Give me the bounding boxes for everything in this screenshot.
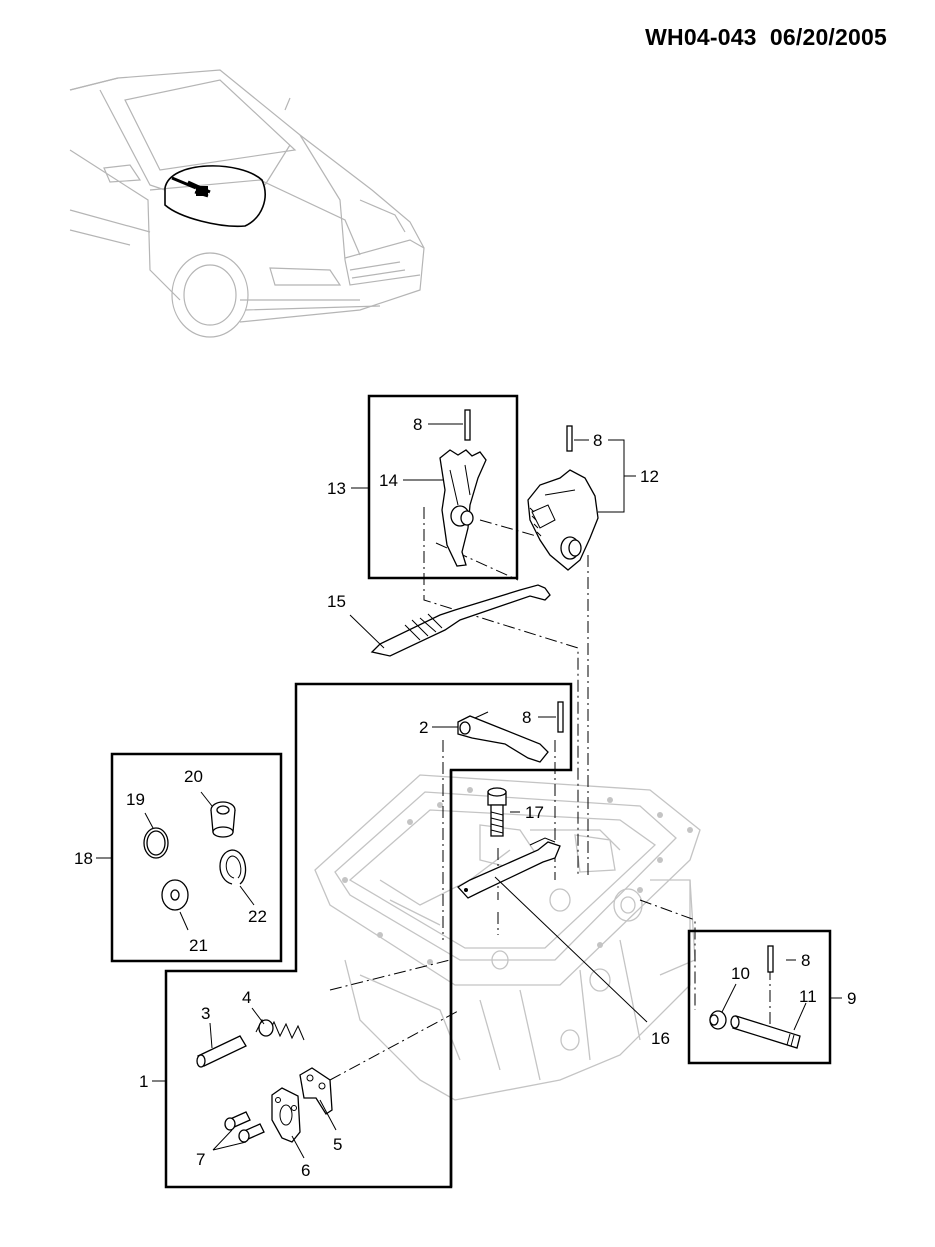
washer-part-21 [161,879,189,911]
group-box-18 [110,752,283,963]
o-ring-part-19 [143,827,169,859]
callout-8-right: 8 [593,431,602,450]
bushing-part-20 [210,801,236,838]
callout-2: 2 [419,718,428,737]
transmission-housing-outline [314,774,701,1101]
callout-4: 4 [242,988,251,1007]
diagram-date: 06/20/2005 [769,24,887,50]
callout-11: 11 [799,987,817,1006]
callout-labels: 8 14 13 8 12 15 2 8 17 16 20 19 18 22 21… [74,415,856,1180]
callout-13: 13 [327,479,346,498]
spring-part-4 [255,1018,305,1041]
callout-15: 15 [327,592,346,611]
callout-1: 1 [139,1072,148,1091]
callout-18: 18 [74,849,93,868]
callout-8-small-box: 8 [801,951,810,970]
selector-lever-part-14 [439,449,487,567]
interlock-plate-part-2 [457,711,549,763]
callout-17: 17 [525,803,544,822]
group-box-1 [164,682,573,1189]
callout-7: 7 [196,1150,205,1169]
bushing-part-10 [709,1010,727,1030]
gate-assembly-part-12 [527,469,599,571]
pin-part-8-mid [557,701,564,733]
callout-12: 12 [640,467,659,486]
shaft-part-11 [730,1015,801,1049]
callout-16: 16 [651,1029,670,1048]
callout-6: 6 [301,1161,310,1180]
callout-5: 5 [333,1135,342,1154]
bracket-part-16 [456,837,561,899]
diagram-reference: WH04-043 06/20/2005 [645,24,887,51]
callout-8-mid: 8 [522,708,531,727]
callout-21: 21 [189,936,208,955]
pin-part-8-right [566,425,573,452]
snap-ring-part-22 [219,849,247,885]
bolts-part-7 [224,1111,265,1143]
shift-rod-part-15 [370,584,551,657]
diagram-code: WH04-043 [645,24,757,50]
bolt-part-17 [487,787,507,837]
leader-lines [96,423,842,1159]
callout-22: 22 [248,907,267,926]
callout-3: 3 [201,1004,210,1023]
shaft-part-3 [196,1035,247,1068]
group-box-13 [367,394,519,580]
cover-plate-part-5 [299,1067,333,1115]
callout-19: 19 [126,790,145,809]
pin-part-8-top [464,409,471,441]
callout-8-top: 8 [413,415,422,434]
callout-20: 20 [184,767,203,786]
callout-9: 9 [847,989,856,1008]
group-box-9 [687,929,832,1065]
callout-10: 10 [731,964,750,983]
gasket-part-6 [271,1087,301,1143]
car-locator-illustration [69,69,425,338]
pin-part-8-small-box [767,945,774,973]
assembly-centerlines [329,507,771,1081]
callout-14: 14 [379,471,398,490]
